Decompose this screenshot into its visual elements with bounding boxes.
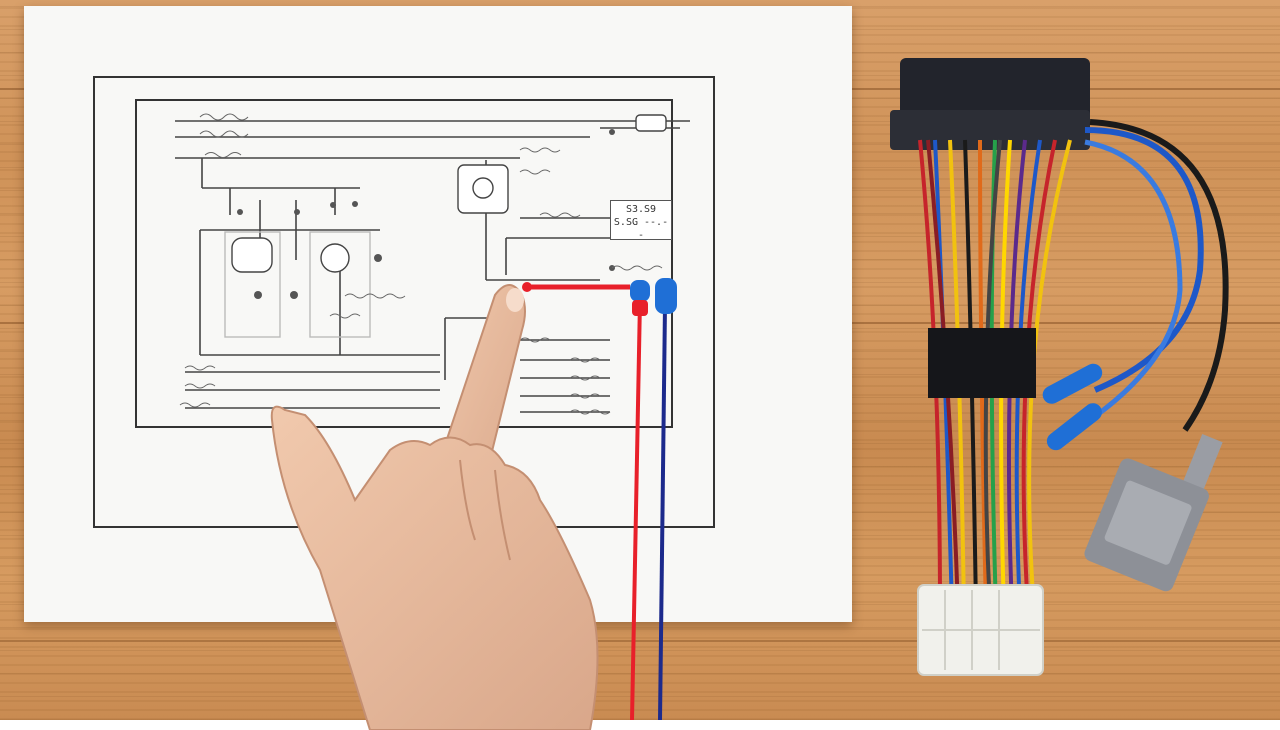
schematic-label-box: S3.S9 S.SG --.-- [610,200,672,241]
red-probe-tip [632,300,648,316]
blue-side-cable [1084,127,1204,393]
red-lead-wire [630,299,642,721]
blue-probe-tip [655,278,677,314]
black-side-cable [1089,119,1229,432]
blue-bullet-connector [1042,363,1103,404]
blue-lead-wire [658,304,667,721]
blue-bullet-connector [1046,403,1102,451]
tape-wrap [928,328,1036,398]
pointing-hand [270,284,599,730]
blue-probe-tip [630,280,650,302]
plank-seam [0,640,1280,642]
wire-harness [890,58,1229,676]
diagram-inner-frame [135,99,673,428]
grey-plug [1084,434,1223,592]
